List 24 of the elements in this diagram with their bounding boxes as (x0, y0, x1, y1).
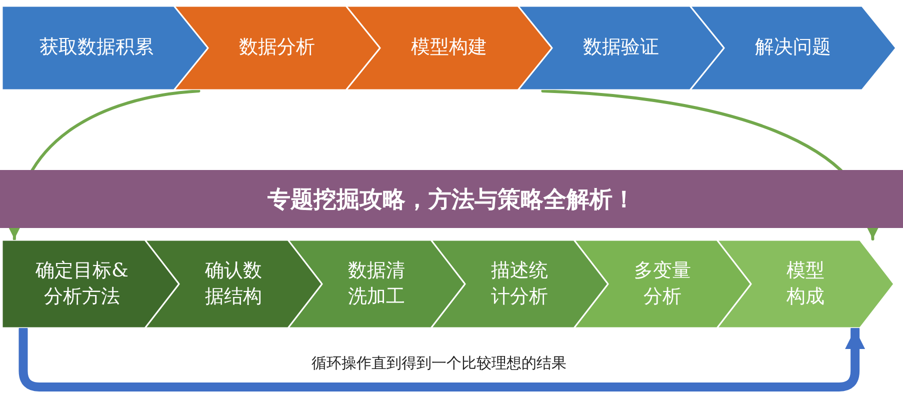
step-label: 描述统计分析 (490, 258, 549, 309)
chevron-step (574, 240, 751, 328)
chevron-step (346, 6, 552, 90)
step-label: 多变量分析 (633, 258, 692, 309)
chevron-step (431, 240, 608, 328)
step-label: 确定目标&分析方法 (34, 258, 130, 309)
edge-label: 循环操作直到得到一个比较理想的结果 (312, 354, 567, 373)
step-label: 确认数据结构 (204, 258, 263, 309)
chevron-step (2, 6, 208, 90)
step-label: 解决问题 (755, 35, 831, 60)
chevron-step (690, 6, 896, 90)
step-label: 模型构建 (411, 35, 487, 60)
step-label: 数据分析 (239, 35, 315, 60)
step-label: 获取数据积累 (40, 35, 154, 60)
chevron-step (2, 240, 179, 328)
step-label: 数据验证 (583, 35, 659, 60)
step-label: 数据清洗加工 (347, 258, 406, 309)
chevron-step (717, 240, 894, 328)
chevron-step (174, 6, 380, 90)
chevron-step (518, 6, 724, 90)
chevron-step (288, 240, 465, 328)
chevron-step (145, 240, 322, 328)
step-label: 模型构成 (786, 258, 826, 309)
title-banner: 专题挖掘攻略，方法与策略全解析！ (0, 170, 903, 228)
